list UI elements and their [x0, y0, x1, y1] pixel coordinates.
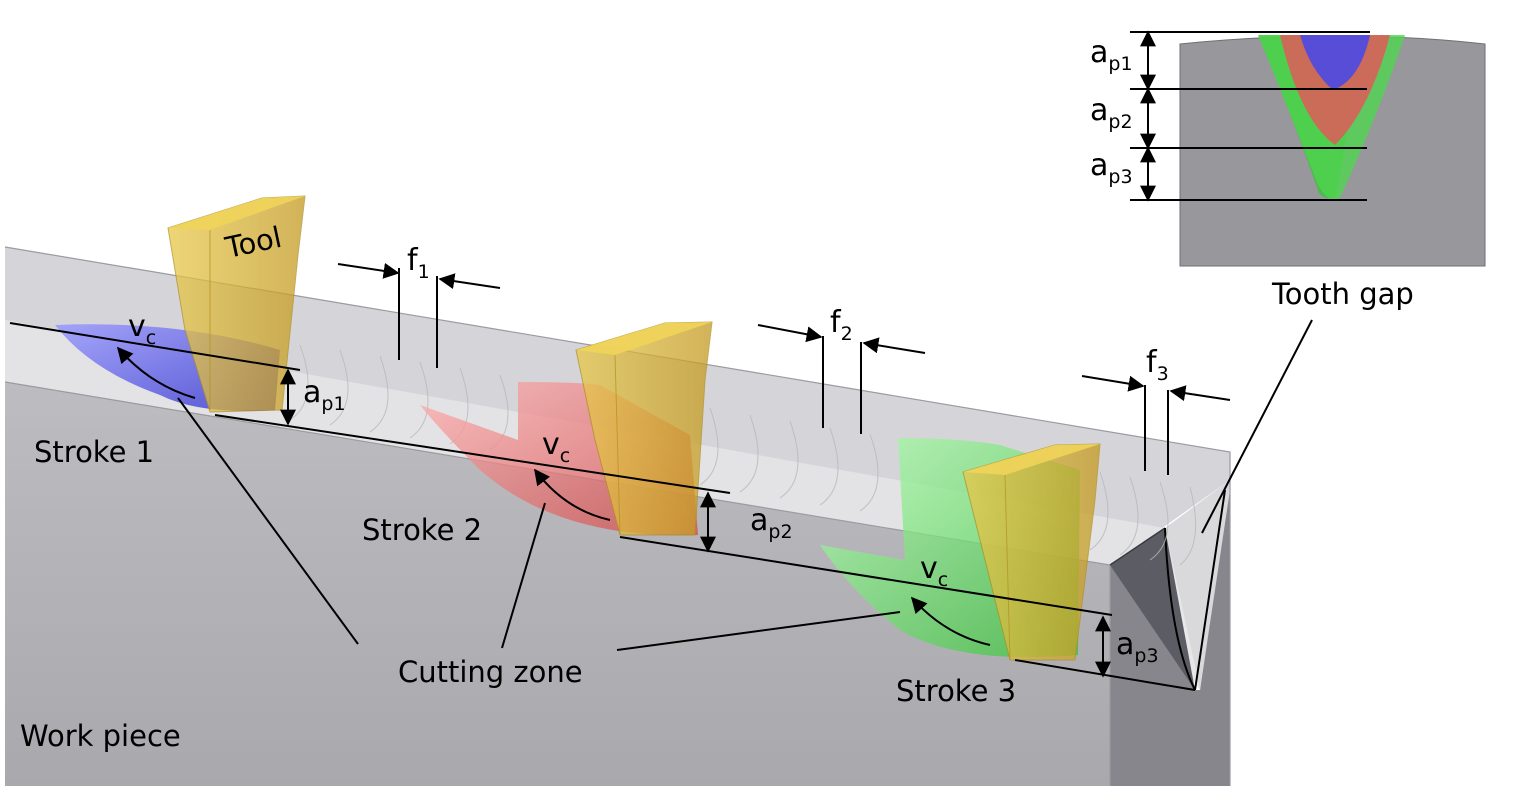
tool-2 [575, 321, 713, 536]
stroke-2-label: Stroke 2 [362, 513, 482, 547]
inset-depth-label-3: ap3 [1090, 148, 1133, 188]
tool-1 [167, 195, 306, 413]
tooth-gap-label: Tooth gap [1271, 277, 1414, 311]
feed-label-1: f1 [407, 243, 430, 283]
vc-label-1: vc [128, 309, 156, 349]
stroke-1-label: Stroke 1 [34, 435, 154, 469]
svg-text:vc: vc [542, 427, 570, 467]
groove-scallops [289, 344, 1197, 566]
inset-depth-label-2: ap2 [1090, 93, 1133, 133]
cutting-speed-arrows [116, 346, 991, 646]
vc-label-2: vc [542, 427, 570, 467]
svg-text:vc: vc [920, 551, 948, 591]
feed-label-2: f2 [830, 305, 853, 345]
tooth-gap-inset [1130, 30, 1486, 267]
depth-label-2: ap2 [750, 503, 793, 543]
svg-text:vc: vc [128, 309, 156, 349]
feed-dimensions [337, 262, 1231, 475]
svg-text:ap3: ap3 [1116, 627, 1159, 667]
depth-label-3: ap3 [1116, 627, 1159, 667]
svg-text:ap1: ap1 [1090, 35, 1133, 75]
svg-text:f3: f3 [1146, 345, 1169, 385]
feed-label-3: f3 [1146, 345, 1169, 385]
cutting-zone-label: Cutting zone [398, 655, 583, 689]
svg-text:ap3: ap3 [1090, 148, 1133, 188]
leader-lines [177, 319, 1313, 651]
work-piece-label: Work piece [20, 719, 181, 753]
depth-arrows [280, 368, 1111, 678]
inset-depth-label-1: ap1 [1090, 35, 1133, 75]
svg-text:f2: f2 [830, 305, 853, 345]
vc-label-3: vc [920, 551, 948, 591]
svg-text:ap2: ap2 [1090, 93, 1133, 133]
depth-label-1: ap1 [303, 375, 346, 415]
svg-text:ap2: ap2 [750, 503, 793, 543]
stroke-3-label: Stroke 3 [896, 674, 1016, 708]
tool-3 [962, 443, 1101, 661]
svg-text:ap1: ap1 [303, 375, 346, 415]
svg-text:f1: f1 [407, 243, 430, 283]
